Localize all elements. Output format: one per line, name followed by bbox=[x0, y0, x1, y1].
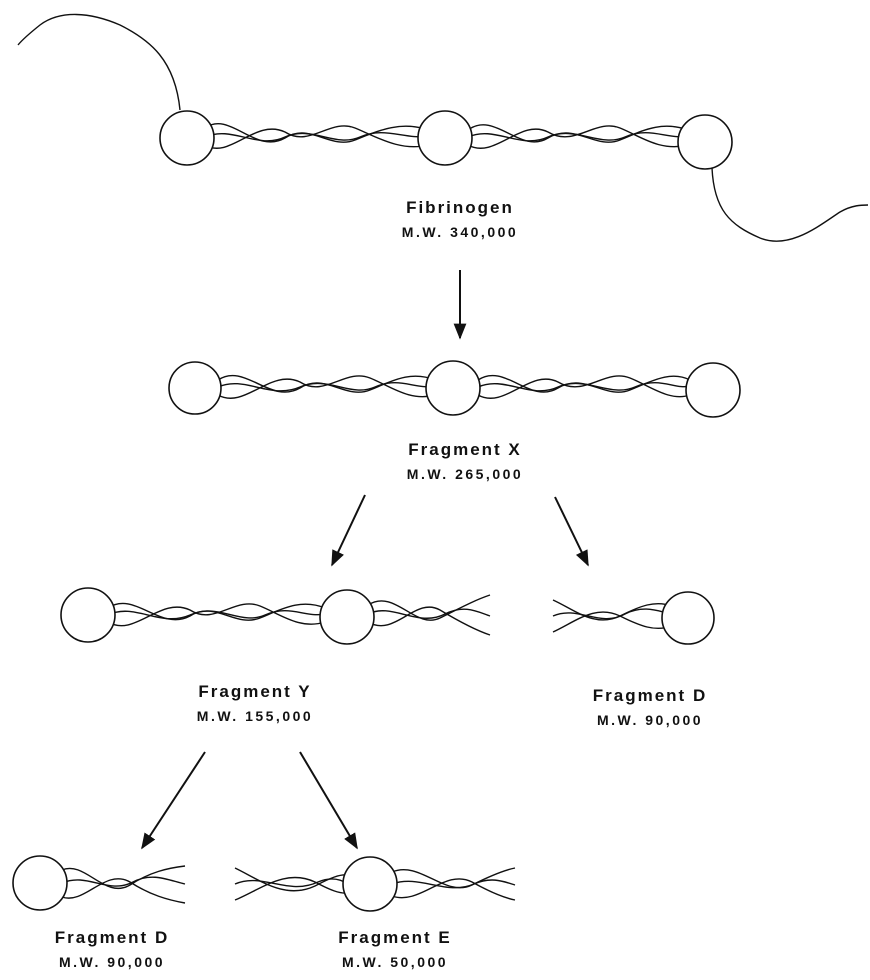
fragment-x-e-domain bbox=[426, 361, 480, 415]
fibrinogen-label: Fibrinogen M.W. 340,000 bbox=[360, 198, 560, 240]
fragment-d-first-d-domain bbox=[662, 592, 714, 644]
fragment-x-name: Fragment X bbox=[365, 440, 565, 460]
fragment-y-mw: M.W. 155,000 bbox=[155, 708, 355, 724]
fragment-y-molecule bbox=[61, 588, 490, 644]
fragment-y-strands-right bbox=[368, 595, 490, 635]
fragment-e-e-domain bbox=[343, 857, 397, 911]
fragment-x-d-domain-left bbox=[169, 362, 221, 414]
fragment-d-second-molecule bbox=[13, 856, 185, 910]
fragment-x-d-domain-right bbox=[686, 363, 740, 417]
fibrinogen-d-domain-left bbox=[160, 111, 214, 165]
fibrinogen-d-domain-right bbox=[678, 115, 732, 169]
arrow-x-to-d bbox=[555, 497, 588, 565]
fragment-x-strands-left bbox=[218, 376, 435, 399]
fragment-d-first-molecule bbox=[553, 592, 714, 644]
fibrinogen-strands-right bbox=[468, 125, 688, 149]
fragment-y-e-domain bbox=[320, 590, 374, 644]
fragment-y-label: Fragment Y M.W. 155,000 bbox=[155, 682, 355, 724]
fragment-d-second-mw: M.W. 90,000 bbox=[12, 954, 212, 970]
fragment-e-molecule bbox=[235, 857, 515, 911]
fibrinogen-name: Fibrinogen bbox=[360, 198, 560, 218]
fragment-x-strands-right bbox=[478, 376, 690, 399]
fragment-d-second-name: Fragment D bbox=[12, 928, 212, 948]
arrow-y-to-d bbox=[142, 752, 205, 848]
fragment-d-first-mw: M.W. 90,000 bbox=[550, 712, 750, 728]
fragment-x-mw: M.W. 265,000 bbox=[365, 466, 565, 482]
fragment-d-first-label: Fragment D M.W. 90,000 bbox=[550, 686, 750, 728]
fragment-e-mw: M.W. 50,000 bbox=[295, 954, 495, 970]
fibrinogen-mw: M.W. 340,000 bbox=[360, 224, 560, 240]
fragment-x-molecule bbox=[169, 361, 740, 417]
arrow-x-to-y bbox=[332, 495, 365, 565]
fragment-d-second-d-domain bbox=[13, 856, 67, 910]
fragment-d-second-label: Fragment D M.W. 90,000 bbox=[12, 928, 212, 970]
fibrinogen-n-tail bbox=[18, 14, 180, 110]
fragment-y-d-domain bbox=[61, 588, 115, 642]
fibrinogen-c-tail bbox=[712, 168, 868, 241]
fragment-y-strands-left bbox=[108, 603, 325, 625]
fragment-y-name: Fragment Y bbox=[155, 682, 355, 702]
fragment-e-name: Fragment E bbox=[295, 928, 495, 948]
fragment-x-label: Fragment X M.W. 265,000 bbox=[365, 440, 565, 482]
fibrinogen-strands-left bbox=[205, 124, 428, 149]
fragment-e-label: Fragment E M.W. 50,000 bbox=[295, 928, 495, 970]
fragment-d-first-name: Fragment D bbox=[550, 686, 750, 706]
arrow-y-to-e bbox=[300, 752, 357, 848]
fibrinogen-e-domain bbox=[418, 111, 472, 165]
